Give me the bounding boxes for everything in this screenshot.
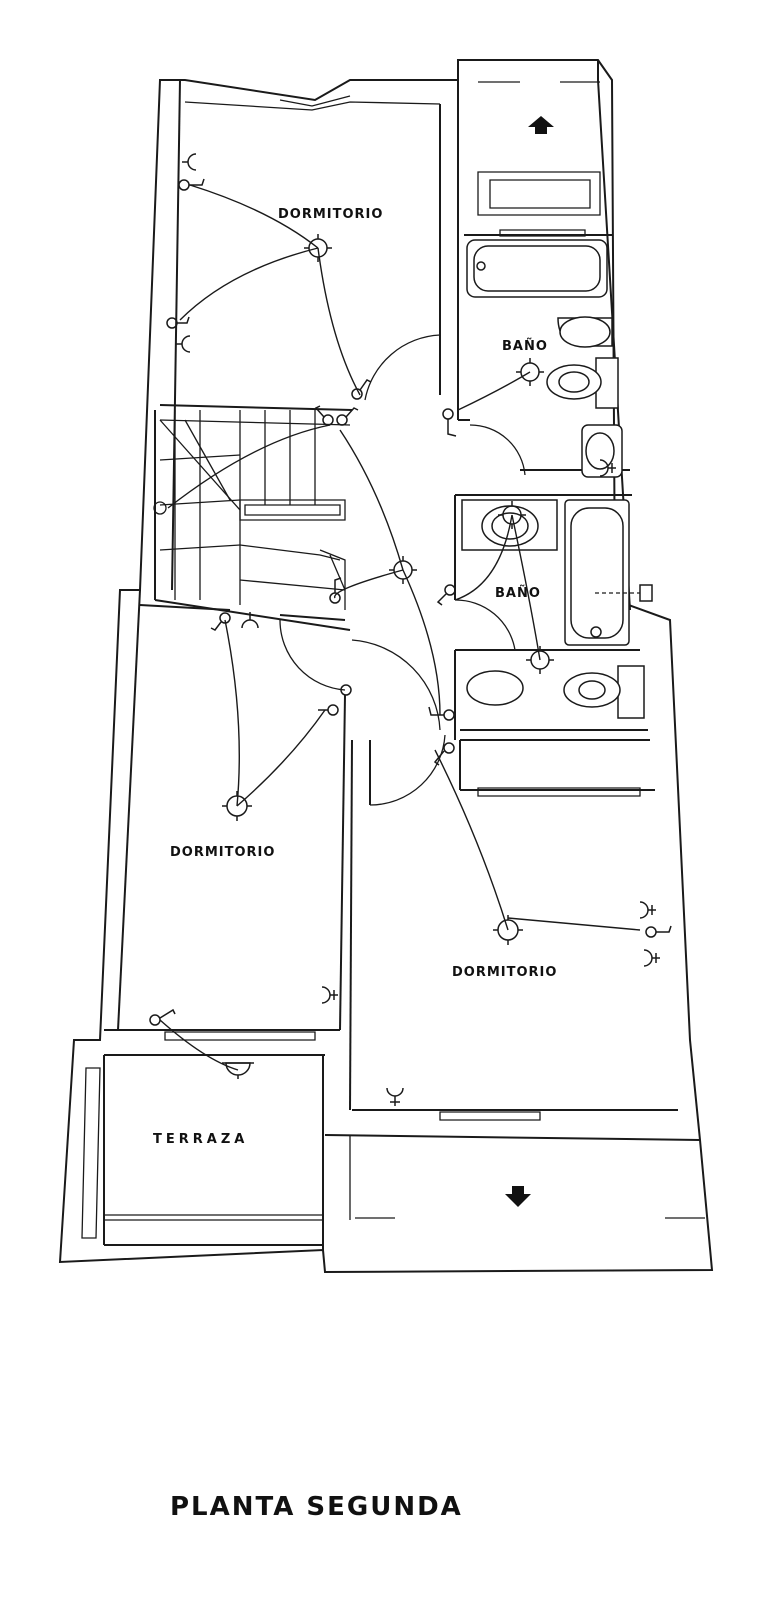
light-point-icon bbox=[222, 791, 252, 821]
room-label-bano-top: BAÑO bbox=[502, 338, 548, 354]
room-label-dormitorio-left: DORMITORIO bbox=[170, 845, 275, 860]
room-label-terraza: TERRAZA bbox=[153, 1132, 248, 1147]
room-labels: DORMITORIO BAÑO BAÑO DORMITORIO DORMITOR… bbox=[153, 207, 557, 1147]
room-label-bano-middle: BAÑO bbox=[495, 585, 541, 601]
socket-icon bbox=[321, 986, 338, 1004]
light-point-icon bbox=[222, 1062, 254, 1079]
socket-icon bbox=[639, 901, 656, 919]
switch-icon bbox=[149, 1008, 176, 1026]
sockets bbox=[176, 153, 660, 1106]
socket-icon bbox=[386, 1087, 404, 1106]
door-swings bbox=[279, 334, 526, 806]
switch-icon bbox=[318, 704, 339, 716]
switch-icon bbox=[433, 742, 455, 766]
arrow-down-icon bbox=[505, 1186, 531, 1207]
switch-icon bbox=[166, 316, 190, 329]
light-point-icon bbox=[498, 501, 526, 529]
bathroom-fixtures bbox=[461, 239, 653, 719]
switch-icon bbox=[178, 178, 205, 191]
arrows bbox=[505, 116, 554, 1207]
switch-icon bbox=[442, 408, 457, 437]
switch-icon bbox=[210, 612, 231, 631]
switch-icon bbox=[340, 684, 352, 696]
switch-icon bbox=[645, 925, 672, 938]
switch-icon bbox=[336, 407, 359, 426]
light-point-icon bbox=[389, 556, 417, 584]
switch-icon bbox=[329, 577, 342, 604]
socket-icon bbox=[241, 612, 259, 629]
light-point-icon bbox=[304, 234, 332, 262]
windows bbox=[164, 95, 641, 1121]
socket-icon bbox=[176, 335, 191, 353]
light-points bbox=[222, 234, 554, 1079]
plan-title: PLANTA SEGUNDA bbox=[170, 1492, 463, 1522]
wiring-runs bbox=[159, 184, 641, 1071]
room-label-dormitorio-top: DORMITORIO bbox=[278, 207, 383, 222]
switches bbox=[149, 178, 672, 1026]
arrow-up-icon bbox=[528, 116, 554, 134]
staircase bbox=[153, 410, 351, 610]
light-point-icon bbox=[493, 915, 523, 945]
room-label-dormitorio-right: DORMITORIO bbox=[452, 965, 557, 980]
socket-icon bbox=[182, 153, 197, 171]
switch-icon bbox=[314, 405, 334, 426]
exterior-walls bbox=[58, 59, 714, 1274]
switch-icon bbox=[436, 584, 456, 606]
switch-icon bbox=[351, 379, 372, 400]
light-point-icon bbox=[526, 646, 554, 674]
light-point-icon bbox=[516, 358, 544, 386]
socket-icon bbox=[599, 459, 616, 477]
socket-icon bbox=[643, 949, 660, 967]
interior-walls bbox=[81, 80, 705, 1250]
switch-icon bbox=[428, 706, 455, 721]
